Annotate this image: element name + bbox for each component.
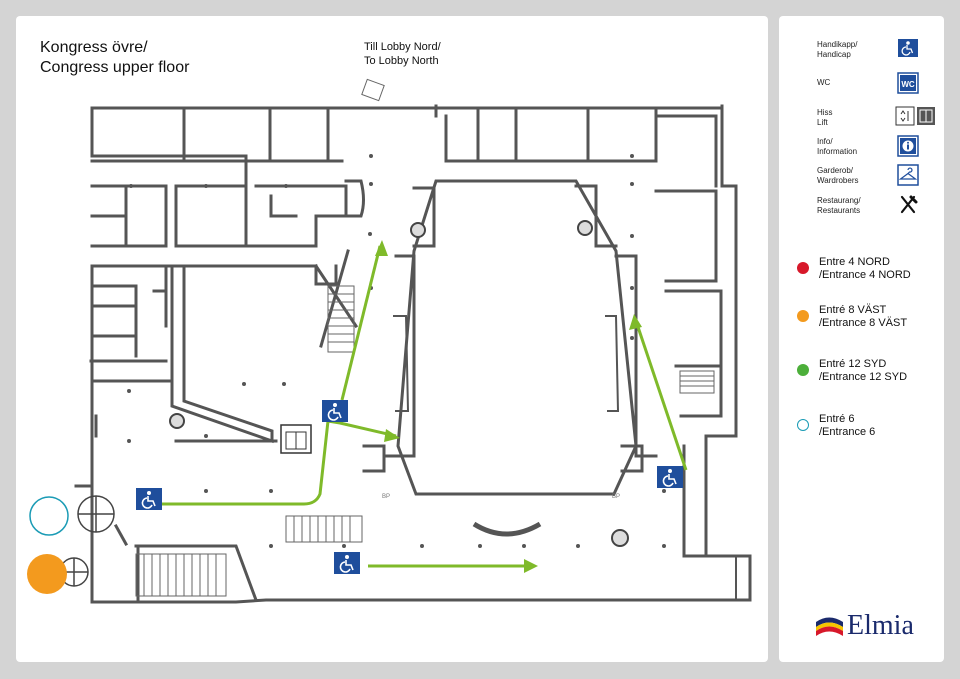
lobby-label-line2: To Lobby North bbox=[364, 55, 439, 67]
legend-label: Wardrobers bbox=[817, 176, 859, 185]
route-arrows bbox=[375, 240, 642, 573]
legend-label: Information bbox=[817, 147, 858, 156]
legend-label: Info/ bbox=[817, 137, 833, 146]
floor-plan: BP BP bbox=[27, 78, 752, 604]
legend-label: Restaurants bbox=[817, 206, 861, 215]
accessible-routes bbox=[162, 245, 688, 568]
entrance-label: /Entrance 4 NORD bbox=[819, 269, 911, 281]
entrance-8-marker bbox=[27, 554, 67, 594]
lift-icon bbox=[895, 106, 935, 126]
map-lift-icon bbox=[280, 424, 312, 454]
lobby-label-line1: Till Lobby Nord/ bbox=[364, 41, 441, 53]
entrance-label: Entré 8 VÄST bbox=[819, 304, 887, 316]
entrance-label: /Entrance 8 VÄST bbox=[819, 317, 908, 329]
floor-map-panel: BP BP Kongress övre/ Congress upper floo… bbox=[16, 16, 768, 662]
entrance-label: Entre 4 NORD bbox=[819, 256, 890, 268]
revolving-doors bbox=[59, 495, 115, 587]
elmia-logo-mark bbox=[816, 617, 843, 636]
spiral-stairs bbox=[169, 220, 629, 547]
entrance-label: /Entrance 6 bbox=[819, 426, 876, 438]
entrance-label: /Entrance 12 SYD bbox=[819, 371, 908, 383]
hanger-icon bbox=[897, 164, 919, 186]
entrance-label: Entré 12 SYD bbox=[819, 358, 887, 370]
legend-label: Garderob/ bbox=[817, 166, 854, 175]
walls bbox=[74, 104, 752, 604]
legend-panel: Handikapp/ Handicap WC WC Hiss Lift bbox=[779, 16, 944, 662]
legend-label: Restaurang/ bbox=[817, 196, 861, 205]
legend-label: Handikapp/ bbox=[817, 40, 858, 49]
entrance-4-dot bbox=[797, 262, 809, 274]
bp-label-left: BP bbox=[382, 494, 390, 500]
legend-label: Hiss bbox=[817, 108, 833, 117]
wc-icon: WC bbox=[897, 72, 919, 94]
stairs bbox=[135, 78, 715, 597]
elmia-logo-text: Elmia bbox=[847, 610, 914, 641]
legend-label: WC bbox=[817, 78, 831, 87]
map-title-line2: Congress upper floor bbox=[40, 59, 190, 76]
elmia-logo: Elmia bbox=[815, 610, 935, 643]
lobby-north-label: Till Lobby Nord/ To Lobby North bbox=[364, 40, 441, 68]
curved-bench bbox=[472, 521, 542, 537]
map-title-line1: Kongress övre/ bbox=[40, 39, 148, 56]
legend-label: Handicap bbox=[817, 50, 851, 59]
handicap-icon bbox=[898, 39, 918, 57]
legend-label: Lift bbox=[817, 118, 828, 127]
entrance-label: Entré 6 bbox=[819, 413, 855, 425]
columns bbox=[127, 154, 666, 548]
entrance-8-dot bbox=[797, 310, 809, 322]
bp-label-right: BP bbox=[612, 494, 620, 500]
fork-knife-icon bbox=[900, 195, 918, 214]
entrance-6-marker bbox=[29, 496, 69, 536]
info-icon bbox=[897, 135, 919, 157]
svg-text:WC: WC bbox=[901, 80, 915, 89]
entrance-6-dot bbox=[797, 419, 809, 431]
map-title: Kongress övre/ Congress upper floor bbox=[40, 38, 189, 78]
entrance-12-dot bbox=[797, 364, 809, 376]
handicap-signs bbox=[136, 400, 683, 574]
